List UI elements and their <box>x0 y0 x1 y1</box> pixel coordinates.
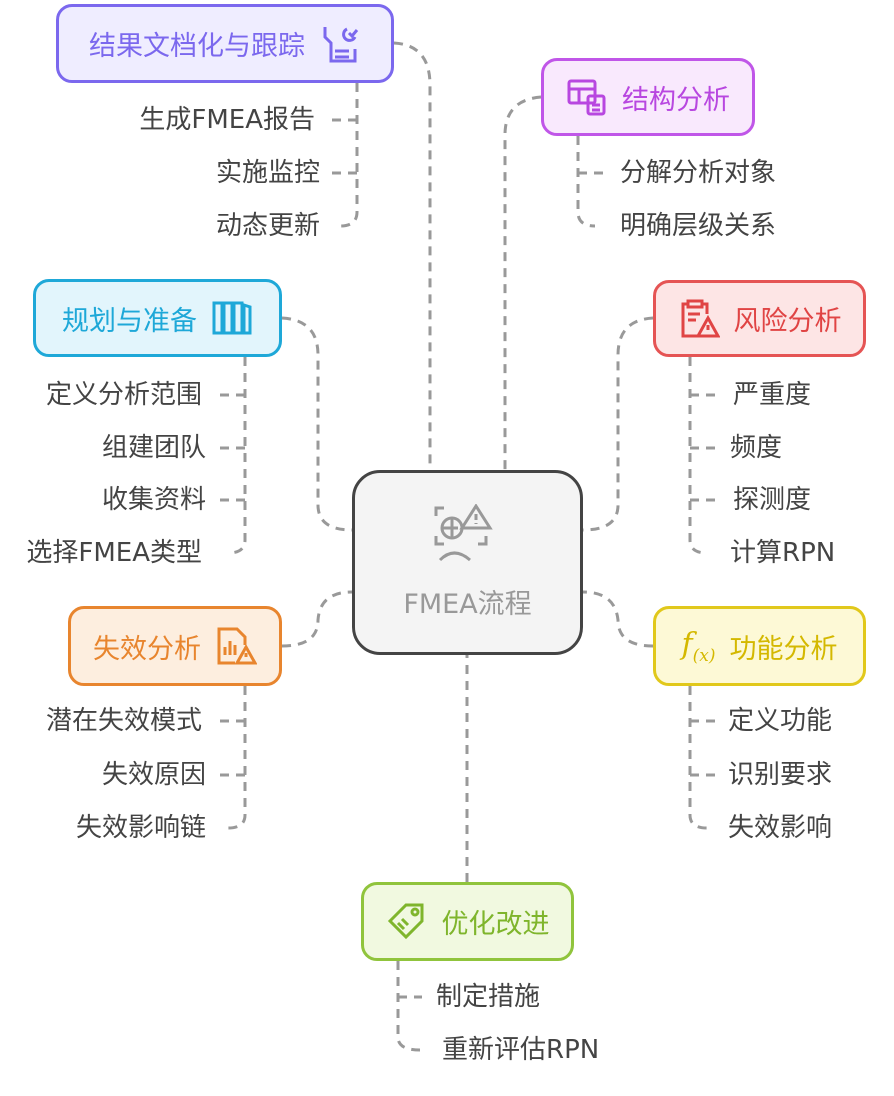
leaf-item: 明确层级关系 <box>620 211 777 241</box>
branch-title: 结果文档化与跟踪 <box>89 31 305 62</box>
branch-risk[interactable]: 风险分析 <box>653 280 866 357</box>
leaf-item: 失效影响 <box>728 813 833 843</box>
branch-optimize[interactable]: 优化改进 <box>361 882 574 961</box>
leaf-item: 收集资料 <box>101 485 206 515</box>
leaf-item: 频度 <box>730 433 783 463</box>
branch-title: 结构分析 <box>622 84 730 116</box>
branch-function[interactable]: f(x) 功能分析 <box>653 606 866 686</box>
center-title: FMEA流程 <box>403 589 532 620</box>
leaf-item: 计算RPN <box>730 538 836 568</box>
branch-title: 失效分析 <box>93 633 201 665</box>
branch-title: 规划与准备 <box>62 305 197 337</box>
leaf-item: 组建团队 <box>101 433 206 463</box>
leaf-item: 生成FMEA报告 <box>139 105 315 135</box>
risk-inspection-icon <box>434 504 493 562</box>
leaf-item: 识别要求 <box>728 760 833 790</box>
leaf-item: 定义分析范围 <box>45 380 202 410</box>
branch-title: 风险分析 <box>733 306 842 337</box>
leaf-item: 探测度 <box>733 485 812 515</box>
branch-failure[interactable]: 失效分析 <box>68 606 282 686</box>
tools-checklist-icon <box>323 26 359 62</box>
leaf-item: 制定措施 <box>436 982 541 1012</box>
branch-title: 功能分析 <box>729 633 838 665</box>
branch-planning[interactable]: 规划与准备 <box>33 279 282 357</box>
leaf-item: 失效原因 <box>101 760 206 790</box>
leaf-item: 失效影响链 <box>75 813 206 843</box>
leaf-item: 定义功能 <box>728 706 833 736</box>
books-icon <box>212 301 252 335</box>
leaf-item: 分解分析对象 <box>620 158 777 188</box>
center-node[interactable]: FMEA流程 <box>352 470 583 655</box>
leaf-item: 重新评估RPN <box>442 1035 600 1065</box>
leaf-item: 实施监控 <box>215 158 320 188</box>
chart-warning-icon <box>217 627 257 665</box>
tag-circuit-icon <box>387 903 423 939</box>
leaf-item: 严重度 <box>733 380 812 410</box>
branch-title: 优化改进 <box>441 909 550 940</box>
function-icon: f(x) <box>681 626 716 666</box>
branch-docs[interactable]: 结果文档化与跟踪 <box>56 4 394 83</box>
leaf-item: 动态更新 <box>215 211 320 241</box>
leaf-item: 潜在失效模式 <box>45 706 202 736</box>
structure-doc-icon <box>567 79 606 116</box>
leaf-item: 选择FMEA类型 <box>26 538 202 568</box>
clipboard-warning-icon <box>681 299 720 337</box>
branch-structure[interactable]: 结构分析 <box>541 58 755 136</box>
